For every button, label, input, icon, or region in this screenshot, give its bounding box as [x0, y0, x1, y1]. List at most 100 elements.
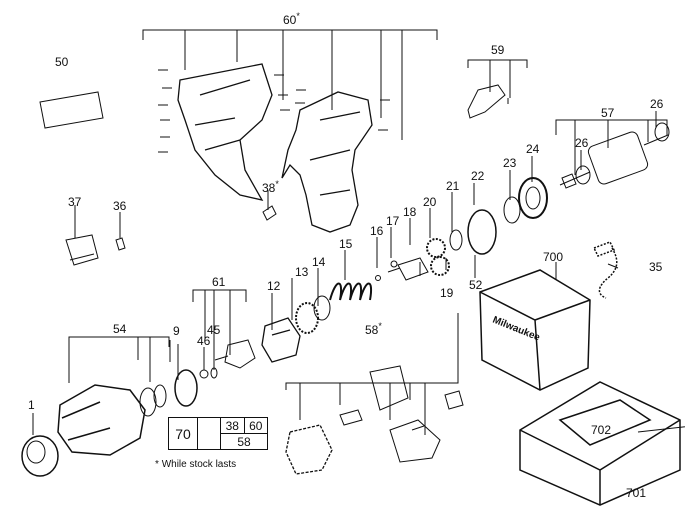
label-701: 701	[626, 486, 647, 500]
bracket-61	[192, 289, 247, 302]
nose-boot-1-inner	[26, 440, 46, 464]
carry-case-701	[519, 381, 681, 506]
switch-module	[389, 419, 441, 463]
housing-left-half	[177, 63, 273, 201]
housing-screws	[158, 69, 390, 153]
label-9: 9	[173, 324, 180, 338]
hammer-case-54	[57, 384, 146, 456]
label-38: 38*	[262, 179, 279, 195]
ref-table-cell-b: 60	[243, 417, 268, 434]
label-13: 13	[295, 265, 309, 279]
ref-table-spacer	[197, 417, 221, 450]
ref-table-cell-a: 38	[220, 417, 245, 434]
footnote: * While stock lasts	[155, 460, 236, 470]
stator-assembly	[285, 424, 333, 475]
bracket-58	[285, 313, 459, 390]
pcb-small	[339, 409, 363, 426]
nameplate-50	[39, 91, 104, 129]
leaders-58	[299, 383, 426, 435]
field-ring-24	[518, 177, 548, 219]
motor-shaft	[559, 134, 669, 186]
bearing-26a	[575, 165, 591, 185]
ball-16	[375, 275, 381, 281]
label-60: 60*	[283, 11, 300, 27]
part-38	[262, 205, 277, 221]
washer-9	[174, 369, 198, 407]
label-61: 61	[212, 275, 226, 289]
label-1: 1	[28, 398, 35, 412]
ring-gear-22	[467, 209, 497, 255]
label-46: 46	[197, 334, 211, 348]
label-50: 50	[55, 55, 69, 69]
footnote-star: *	[155, 459, 159, 470]
bracket-60	[142, 29, 438, 40]
label-14: 14	[312, 255, 326, 269]
leaders-60	[184, 30, 403, 140]
label-35: 35	[649, 260, 663, 274]
planet-gear-19	[430, 256, 450, 276]
label-26-a: 26	[650, 97, 664, 111]
ref-table-cell-c: 58	[220, 433, 268, 450]
label-702: 702	[591, 423, 612, 437]
label-45: 45	[207, 323, 221, 337]
label-36: 36	[113, 199, 127, 213]
label-57: 57	[601, 106, 615, 120]
label-21: 21	[446, 179, 460, 193]
label-22: 22	[471, 169, 485, 183]
oring-54b	[153, 384, 167, 408]
lead-clip	[444, 390, 464, 410]
label-20: 20	[423, 195, 437, 209]
led-lead-35	[592, 241, 618, 299]
label-52: 52	[469, 278, 483, 292]
label-17: 17	[386, 214, 400, 228]
label-16: 16	[370, 224, 384, 238]
bearing-26b	[654, 122, 670, 142]
tool-case-700	[479, 269, 591, 391]
oring-54a	[139, 387, 157, 417]
spring-15	[329, 282, 372, 301]
motor-armature	[587, 131, 649, 185]
oring-45	[210, 367, 218, 379]
leaders-misc	[32, 111, 685, 435]
belt-clip	[467, 84, 509, 119]
bracket-54	[68, 336, 170, 383]
part-36	[115, 237, 126, 251]
anvil-61	[214, 339, 256, 369]
spindle-18	[387, 257, 429, 281]
label-19: 19	[440, 286, 454, 300]
label-12: 12	[267, 279, 281, 293]
label-24: 24	[526, 142, 540, 156]
leaders-59	[489, 60, 511, 98]
label-37: 37	[68, 195, 82, 209]
motor-pinion	[561, 173, 577, 189]
label-15: 15	[339, 237, 353, 251]
housing-right-half	[281, 91, 373, 233]
label-18: 18	[403, 205, 417, 219]
bracket-57	[555, 119, 668, 135]
part-37	[65, 234, 99, 266]
footnote-text: While stock lasts	[161, 459, 237, 470]
ball-17	[390, 260, 398, 268]
hammer-12	[261, 317, 301, 363]
leaders-57	[574, 120, 649, 175]
label-700: 700	[543, 250, 564, 264]
label-59: 59	[491, 43, 505, 57]
ref-table-group: 70	[168, 417, 198, 450]
washer-21	[449, 229, 463, 251]
washer-23	[503, 196, 521, 224]
planet-gear-20	[426, 238, 446, 258]
field-ring-24-inner	[525, 186, 541, 210]
label-54: 54	[113, 322, 127, 336]
label-26-b: 26	[575, 136, 589, 150]
nose-boot-1	[21, 435, 59, 477]
switch-plate	[369, 365, 409, 411]
ball-46	[199, 369, 209, 379]
bearing-13	[295, 302, 319, 334]
leaders-54	[137, 337, 151, 382]
bracket-59	[467, 59, 528, 68]
washer-14	[313, 295, 331, 321]
label-58: 58*	[365, 321, 382, 337]
label-23: 23	[503, 156, 517, 170]
